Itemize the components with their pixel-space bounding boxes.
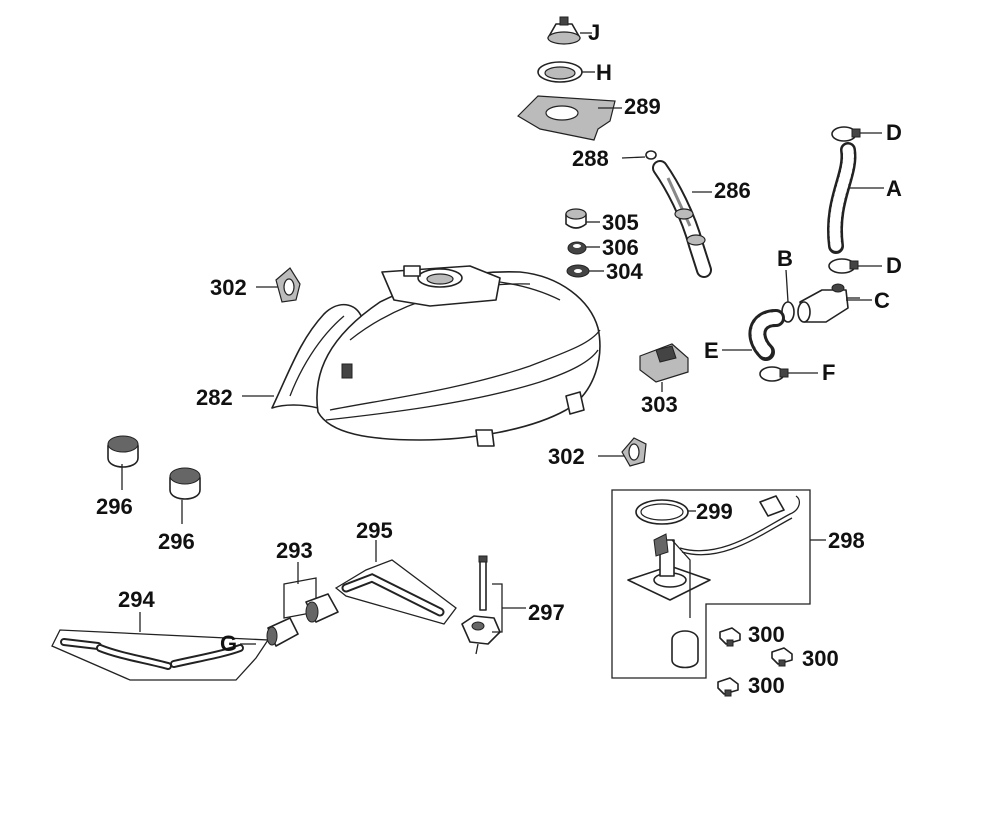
label-298: 298 <box>828 528 865 553</box>
label-a: A <box>886 176 902 201</box>
label-c: C <box>874 288 890 313</box>
part-filler-cap-j <box>547 16 581 45</box>
part-grommet-302-bottom <box>621 437 647 467</box>
part-knob-296-b <box>169 467 201 500</box>
part-gasket-289 <box>517 95 616 141</box>
part-seal-ring-h <box>537 61 583 83</box>
label-b: B <box>777 246 793 271</box>
part-clamp-f <box>759 366 789 382</box>
part-washer-304 <box>566 264 590 278</box>
label-304: 304 <box>606 259 643 284</box>
label-j: J <box>588 20 600 45</box>
part-grommet-302-top <box>275 267 301 303</box>
label-d-top: D <box>886 120 902 145</box>
label-288: 288 <box>572 146 609 171</box>
label-302-bottom: 302 <box>548 444 585 469</box>
label-299: 299 <box>696 499 733 524</box>
label-282: 282 <box>196 385 233 410</box>
part-petcock-297 <box>461 555 501 655</box>
part-screw-300-c <box>717 677 739 697</box>
part-bracket-303 <box>639 343 689 383</box>
part-screw-300-a <box>719 627 741 647</box>
part-connector-c <box>797 283 860 323</box>
label-302-top: 302 <box>210 275 247 300</box>
label-296-b: 296 <box>158 529 195 554</box>
label-293: 293 <box>276 538 313 563</box>
label-g: G <box>220 631 237 656</box>
label-300-b: 300 <box>802 646 839 671</box>
part-hose-set-294 <box>51 629 270 681</box>
part-elbow-hose-e <box>748 309 785 361</box>
part-cap-305 <box>565 208 587 229</box>
part-hose-a <box>827 142 857 254</box>
label-f: F <box>822 360 835 385</box>
label-305: 305 <box>602 210 639 235</box>
part-fuel-tank-282 <box>271 265 601 447</box>
label-h: H <box>596 60 612 85</box>
label-300-c: 300 <box>748 673 785 698</box>
part-knob-296-a <box>107 435 139 468</box>
label-d-mid: D <box>886 253 902 278</box>
part-fuel-pump-298 <box>611 489 811 679</box>
part-nut-306 <box>567 241 587 255</box>
part-lever-295 <box>334 559 457 625</box>
part-clip-288 <box>645 150 657 160</box>
label-300-a: 300 <box>748 622 785 647</box>
label-303: 303 <box>641 392 678 417</box>
label-286: 286 <box>714 178 751 203</box>
label-295: 295 <box>356 518 393 543</box>
part-screw-300-b <box>771 647 793 667</box>
part-hose-286 <box>652 160 712 278</box>
part-clamp-d-top <box>831 126 861 142</box>
label-294: 294 <box>118 587 155 612</box>
part-clamp-d-mid <box>828 258 859 274</box>
label-289: 289 <box>624 94 661 119</box>
label-306: 306 <box>602 235 639 260</box>
label-297: 297 <box>528 600 565 625</box>
part-valve-293 <box>266 577 339 647</box>
label-e: E <box>704 338 719 363</box>
label-296-a: 296 <box>96 494 133 519</box>
